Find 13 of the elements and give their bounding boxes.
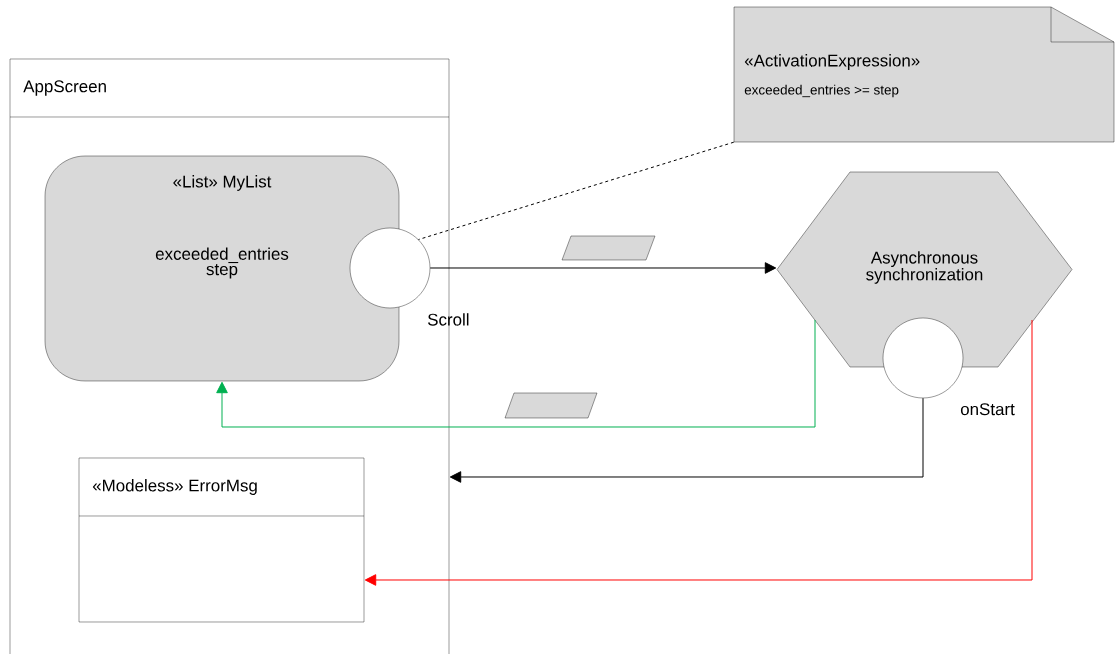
list-box: «List» MyList exceeded_entries step [44,155,400,382]
hexagon: Asynchronous synchronization [776,171,1073,368]
message-icon [504,392,598,419]
message-icon [561,235,656,261]
note-box: «ActivationExpression» exceeded_entries >= step [733,6,1115,143]
dashed-line [417,141,735,241]
arrow [364,319,1033,586]
frame-box: «Modeless» ErrorMsg [78,457,365,623]
port-label: Scroll [427,313,469,326]
port-label: onStart [960,403,1015,416]
arrow [429,262,777,274]
arrow [449,397,924,483]
arrow [216,319,816,428]
